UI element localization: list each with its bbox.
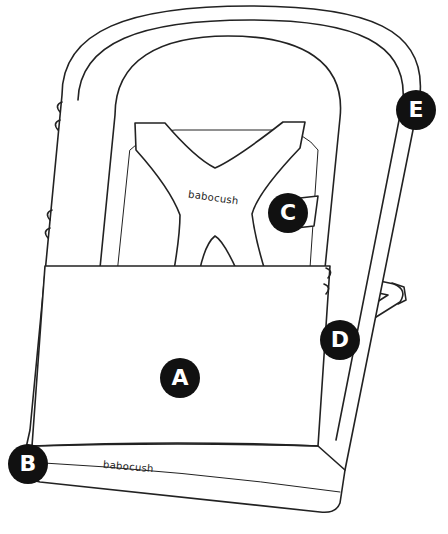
seat-fabric [32, 266, 330, 446]
callout-letter: C [280, 202, 296, 224]
callout-circle [320, 320, 360, 360]
callout-circle [396, 90, 436, 130]
side-clip [45, 102, 62, 238]
callout-letter: D [331, 329, 349, 351]
callout-circle [268, 193, 308, 233]
callout-letter: A [171, 367, 188, 389]
wire-cap [392, 283, 406, 304]
footrest-edge [28, 462, 340, 492]
callout-letter: E [408, 99, 423, 121]
callout-circle [160, 358, 200, 398]
callout-letter: B [20, 453, 37, 475]
frame-outline [22, 6, 420, 512]
callout-circle [8, 444, 48, 484]
footrest [32, 444, 345, 470]
